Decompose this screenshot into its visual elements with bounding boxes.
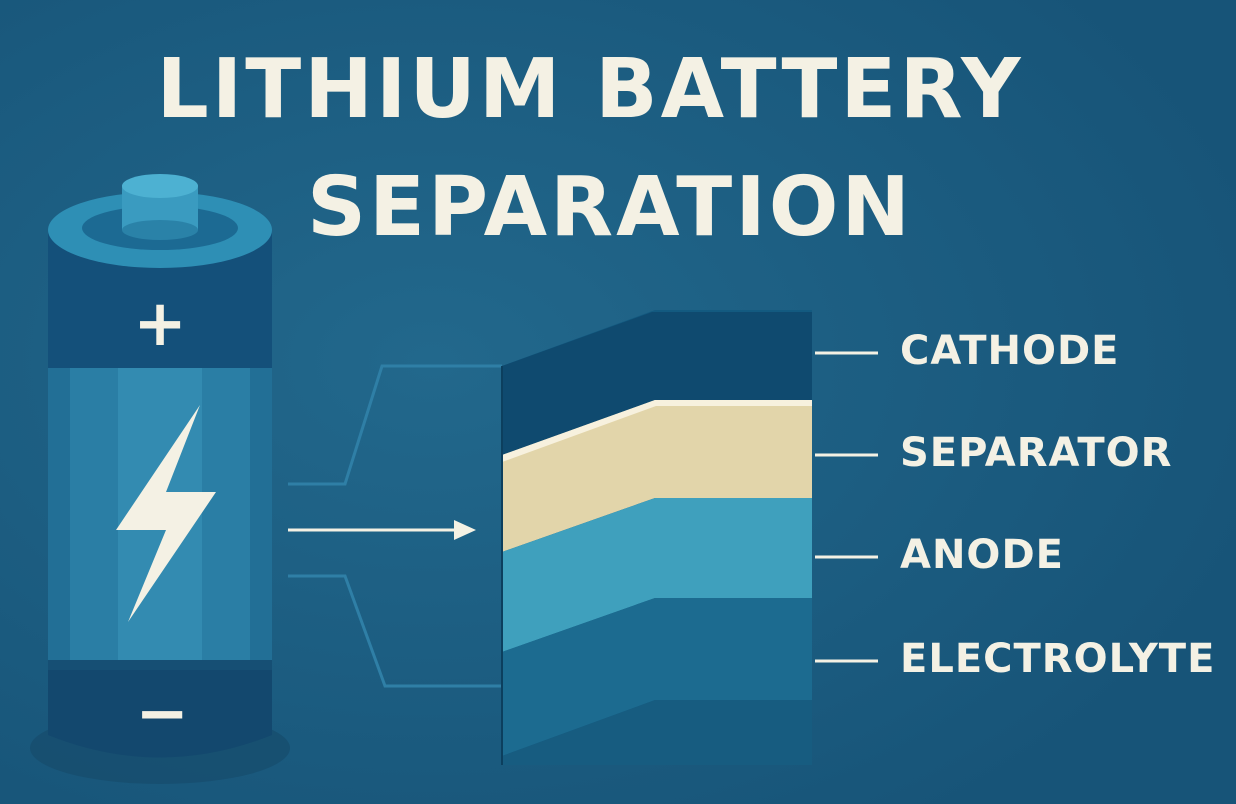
battery-glass-shade-left <box>48 368 70 666</box>
title-line-2: SEPARATION <box>306 160 914 255</box>
stack-base <box>502 700 812 765</box>
anode-label: ANODE <box>900 532 1064 578</box>
battery-glass-shade-right <box>250 368 272 666</box>
layer-stack <box>501 310 812 765</box>
cathode-layer <box>502 312 812 455</box>
separator-layer <box>502 400 812 552</box>
cathode-label: CATHODE <box>900 328 1120 374</box>
connector-lower-line <box>288 574 502 688</box>
battery-lower-band <box>48 660 272 670</box>
connector-upper-line <box>288 364 502 486</box>
battery-illustration <box>48 174 272 758</box>
electrolyte-layer <box>502 598 812 756</box>
battery-terminal-base <box>122 220 198 240</box>
positive-terminal-symbol: + <box>133 287 187 361</box>
lightning-bolt-icon <box>116 405 216 622</box>
separator-label: SEPARATOR <box>900 430 1173 476</box>
title-line-1: LITHIUM BATTERY <box>156 42 1024 137</box>
anode-layer <box>502 498 812 652</box>
electrolyte-label: ELECTROLYTE <box>900 636 1216 682</box>
battery-terminal-top <box>122 174 198 198</box>
arrow-right-icon <box>454 520 476 540</box>
negative-terminal-symbol: − <box>135 677 189 751</box>
battery-bottom-cap <box>48 655 272 758</box>
